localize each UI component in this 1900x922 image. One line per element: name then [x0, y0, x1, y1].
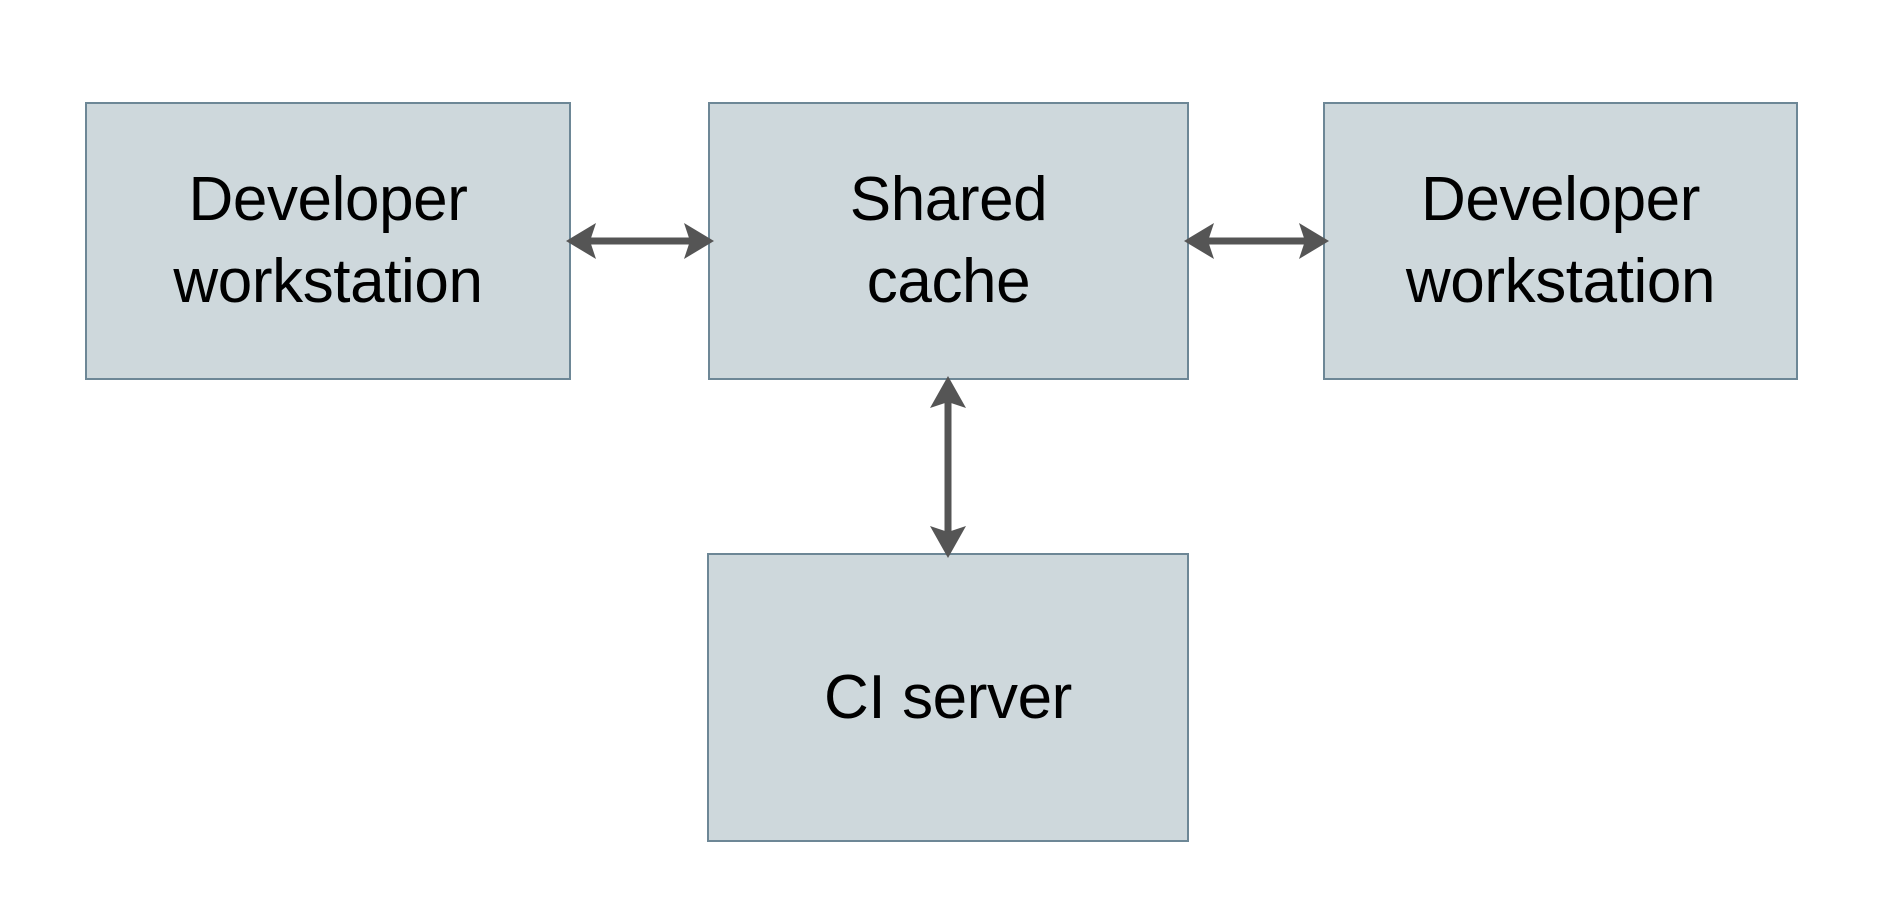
edge-shared-cache-to-developer-workstation-right: [1184, 206, 1329, 276]
edge-developer-workstation-left-to-shared-cache: [566, 206, 714, 276]
node-label: CI server: [824, 662, 1072, 732]
double-arrow-horizontal-icon: [1184, 223, 1329, 259]
node-developer-workstation-left[interactable]: Developer workstation: [85, 102, 571, 380]
node-developer-workstation-right[interactable]: Developer workstation: [1323, 102, 1798, 380]
double-arrow-horizontal-icon: [566, 223, 714, 259]
edge-shared-cache-to-ci-server: [913, 376, 983, 558]
node-label: Developer workstation: [173, 165, 483, 316]
node-shared-cache[interactable]: Shared cache: [708, 102, 1189, 380]
node-label: Developer workstation: [1405, 165, 1716, 316]
node-ci-server[interactable]: CI server: [707, 553, 1189, 842]
node-label: Shared cache: [849, 165, 1048, 316]
double-arrow-vertical-icon: [930, 376, 966, 558]
